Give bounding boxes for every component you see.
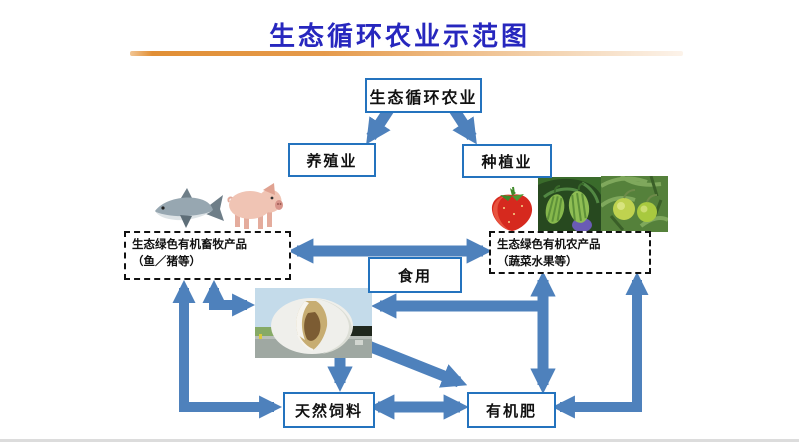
shark-photo (155, 188, 224, 228)
node-planting-label: 种植业 (481, 153, 533, 171)
node-livestock-products-line2: （鱼／猪等） (132, 256, 201, 269)
node-livestock-products-line1: 生态绿色有机畜牧产品 (132, 239, 247, 251)
strawberry-photo (491, 186, 533, 231)
node-farm-products-line1: 生态绿色有机农产品 (497, 239, 601, 251)
node-root: 生态循环农业 (365, 78, 482, 113)
arrow-dome-to-fertilizer (363, 339, 468, 388)
title-underline-rule (130, 51, 683, 56)
node-farm-products: 生态绿色有机农产品 （蔬菜水果等） (489, 231, 651, 274)
page-title: 生态循环农业示范图 (268, 21, 530, 51)
piglet-photo (227, 183, 283, 229)
biogas-dome-photo (255, 288, 372, 358)
arrow-livestock-dome-elbow (202, 279, 256, 317)
node-root-label: 生态循环农业 (369, 89, 478, 107)
node-livestock-products: 生态绿色有机畜牧产品 （鱼／猪等） (124, 231, 291, 280)
green-round-fruit-photo (601, 176, 668, 232)
arrow-farm-fertilizer-elbow (551, 271, 649, 419)
node-eating: 食用 (368, 257, 462, 293)
green-striped-fruit-photo (538, 177, 601, 232)
node-eating-label: 食用 (397, 267, 432, 285)
node-natural-feed: 天然饲料 (283, 392, 375, 428)
node-organic-fertilizer: 有机肥 (467, 392, 556, 428)
node-breeding-label: 养殖业 (306, 152, 358, 170)
node-planting: 种植业 (462, 144, 552, 178)
node-farm-products-line2: （蔬菜水果等） (497, 256, 578, 269)
node-breeding: 养殖业 (288, 143, 376, 177)
node-natural-feed-label: 天然饲料 (294, 402, 363, 420)
bottom-edge-shadow (0, 439, 799, 442)
node-organic-fertilizer-label: 有机肥 (485, 402, 537, 420)
